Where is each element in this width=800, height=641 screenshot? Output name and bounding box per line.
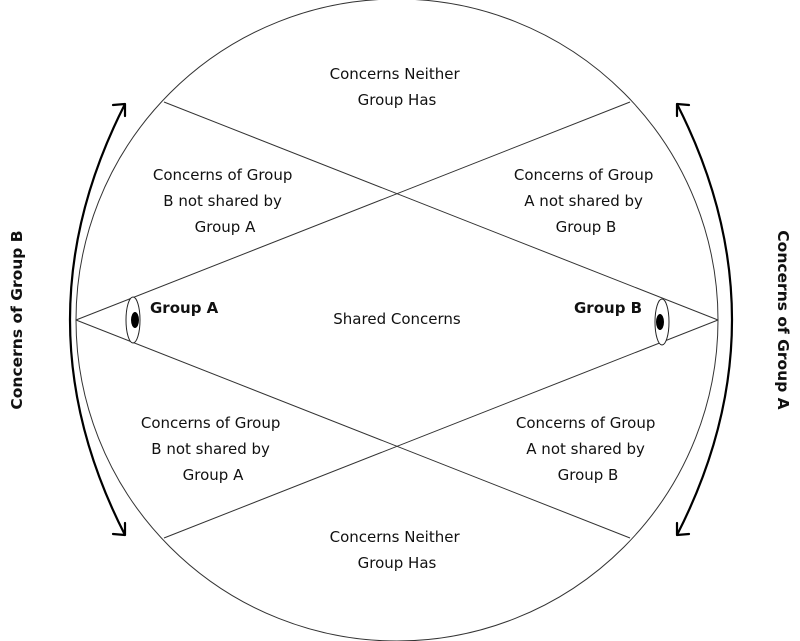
group-b-label: Group B	[574, 299, 642, 317]
double-arrow-arc-icon	[675, 102, 734, 537]
region-upper-right: Concerns of Group A not shared by Group …	[514, 166, 658, 236]
group-a-lower-sight-line	[75, 319, 631, 539]
eye-icon	[654, 298, 670, 346]
group-a-upper-sight-line	[75, 101, 631, 321]
double-arrow-arc-icon	[68, 102, 127, 537]
side-label-group-b: Concerns of Group B	[8, 230, 26, 409]
region-shared-concerns: Shared Concerns	[333, 310, 461, 328]
side-label-group-a: Concerns of Group A	[774, 230, 792, 409]
group-b-lower-sight-line	[163, 319, 719, 539]
region-lower-right: Concerns of Group A not shared by Group …	[516, 414, 660, 484]
region-upper-left: Concerns of Group B not shared by Group …	[153, 166, 297, 236]
group-b-upper-sight-line	[163, 101, 719, 321]
region-lower-left: Concerns of Group B not shared by Group …	[141, 414, 285, 484]
group-a-label: Group A	[150, 299, 219, 317]
eye-icon	[125, 296, 141, 344]
region-top-neither: Concerns Neither Group Has	[330, 65, 465, 109]
region-bottom-neither: Concerns Neither Group Has	[330, 528, 465, 572]
